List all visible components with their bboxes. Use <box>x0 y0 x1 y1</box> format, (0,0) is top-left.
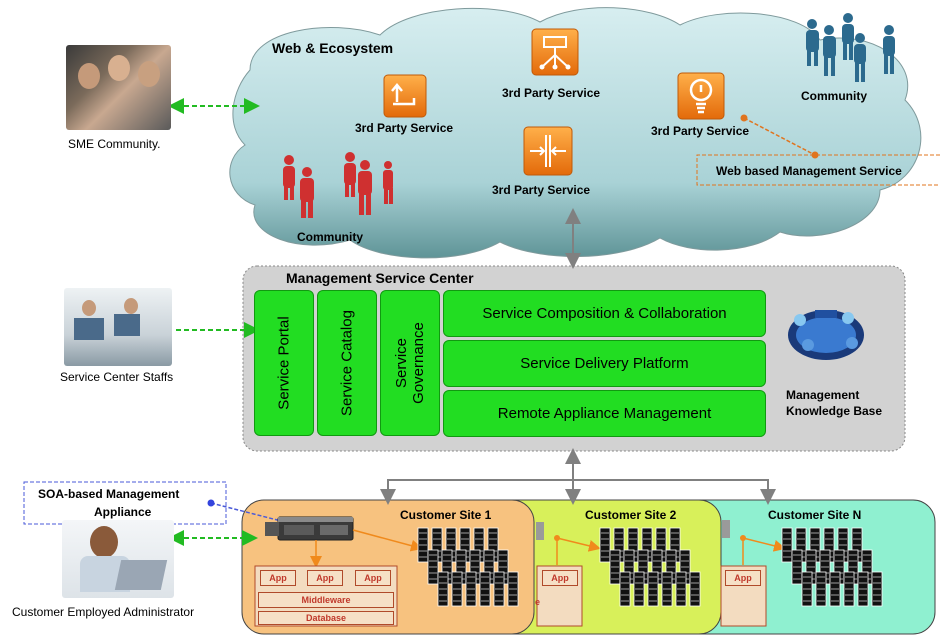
knowledge-base-image <box>788 310 864 360</box>
staff-label: Service Center Staffs <box>60 370 174 384</box>
service-composition-block[interactable]: Service Composition & Collaboration <box>443 290 766 337</box>
app-box: App <box>355 570 391 586</box>
partial-stack-label: e <box>535 597 541 607</box>
admin-label: Customer Employed Administrator <box>12 605 195 619</box>
customer-site-n-label: Customer Site N <box>768 508 862 522</box>
service-label-merge: 3rd Party Service <box>492 183 591 197</box>
database-box: Database <box>258 611 394 625</box>
kb-label-line2: Knowledge Base <box>786 404 883 418</box>
ecosystem-cloud <box>229 7 922 259</box>
cloud-title: Web & Ecosystem <box>272 40 394 56</box>
community-label-left: Community <box>297 230 363 244</box>
network-service-icon <box>531 28 579 76</box>
remote-appliance-block[interactable]: Remote Appliance Management <box>443 390 766 437</box>
customer-site-2-label: Customer Site 2 <box>585 508 677 522</box>
service-catalog-block[interactable]: Service Catalog <box>317 290 377 436</box>
appliance-label-line2: Appliance <box>94 505 152 519</box>
web-mgmt-label: Web based Management Service <box>716 164 902 178</box>
middleware-box: Middleware <box>258 592 394 608</box>
service-catalog-label: Service Catalog <box>338 310 356 416</box>
appliance-label-line1: SOA-based Management <box>38 487 180 501</box>
service-portal-label: Service Portal <box>275 316 293 410</box>
sme-label: SME Community. <box>68 137 161 151</box>
kb-label-line1: Management <box>786 388 860 402</box>
sme-community-photo <box>66 45 171 130</box>
app-box: App <box>542 570 578 586</box>
app-box: App <box>725 570 761 586</box>
red-community-people-icon <box>283 152 393 218</box>
service-label-lightbulb: 3rd Party Service <box>651 124 750 138</box>
app-box: App <box>307 570 343 586</box>
management-appliance-server-icon <box>265 516 354 541</box>
customer-site-1-label: Customer Site 1 <box>400 508 492 522</box>
service-label-network: 3rd Party Service <box>502 86 601 100</box>
service-portal-block[interactable]: Service Portal <box>254 290 314 436</box>
server-farm-site-n <box>781 527 883 607</box>
service-delivery-block[interactable]: Service Delivery Platform <box>443 340 766 387</box>
msc-title: Management Service Center <box>286 270 474 286</box>
administrator-photo <box>62 520 174 598</box>
community-label-right: Community <box>801 89 867 103</box>
service-center-staff-photo <box>64 288 172 366</box>
lightbulb-service-icon <box>677 72 725 120</box>
upload-service-icon <box>383 74 427 118</box>
app-box: App <box>260 570 296 586</box>
server-farm-site-2 <box>599 527 701 607</box>
merge-service-icon <box>523 126 573 176</box>
server-farm-site-1 <box>417 527 519 607</box>
service-label-upload: 3rd Party Service <box>355 121 454 135</box>
blue-community-people-icon <box>806 13 895 82</box>
